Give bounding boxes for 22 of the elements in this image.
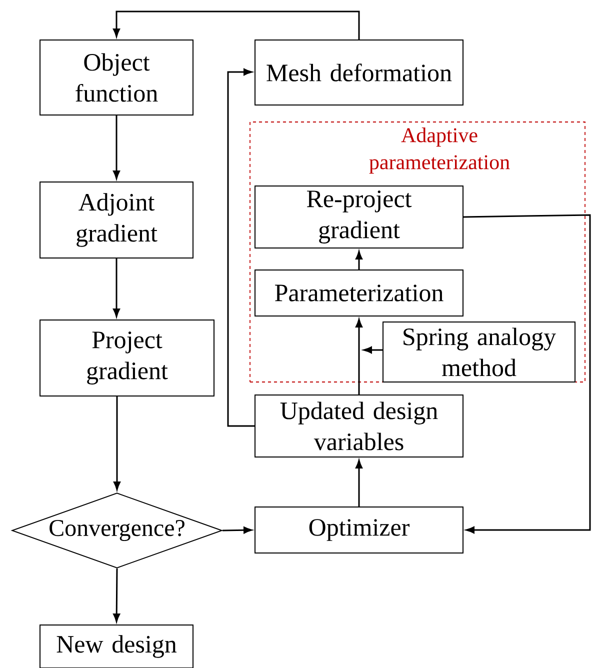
process-box: Optimizer [254,506,464,554]
arrow [356,460,362,506]
arrow [114,396,120,490]
arrow [113,258,120,318]
arrow [222,526,252,534]
arrow [227,68,254,427]
arrow [464,214,591,534]
process-box: Mesh deformation [254,40,464,106]
arrow [356,318,362,394]
arrow [113,116,120,180]
process-box: New design [40,624,194,668]
process-box: Adjoint gradient [40,182,194,258]
arrow [113,10,360,40]
process-box: Parameterization [254,270,464,316]
arrow [113,568,120,622]
process-box: Project gradient [40,320,214,396]
process-box: Updated design variables [254,394,464,458]
arrow [363,346,382,354]
process-box: Spring analogy method [382,322,576,382]
process-box: Object function [40,40,194,116]
process-box: Re-project gradient [254,186,464,248]
arrow [356,250,362,270]
